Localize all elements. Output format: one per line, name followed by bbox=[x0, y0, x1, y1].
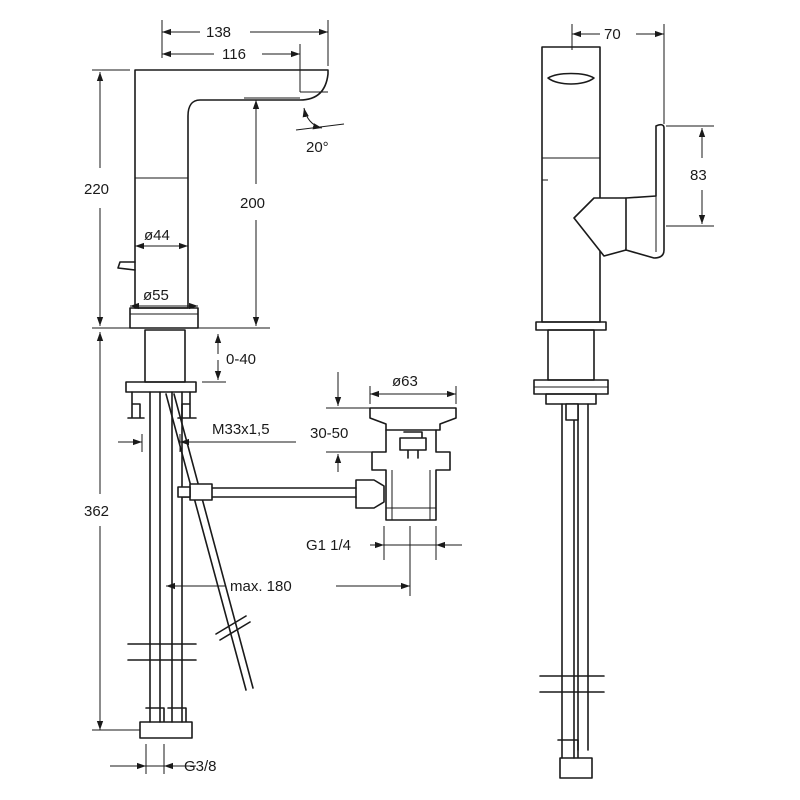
lever-stub bbox=[117, 261, 136, 271]
label-drain-range: 30-50 bbox=[310, 425, 348, 442]
label-thread: M33x1,5 bbox=[212, 421, 270, 438]
label-adjust-range: 0-40 bbox=[226, 351, 256, 368]
label-dia-base: ø55 bbox=[143, 287, 169, 304]
side-shank bbox=[547, 329, 595, 381]
label-dia-body: ø44 bbox=[144, 227, 170, 244]
popup-rod-a bbox=[165, 393, 247, 691]
label-width-total: 138 bbox=[206, 24, 231, 41]
drain-flange bbox=[369, 407, 457, 431]
side-lever bbox=[573, 197, 631, 257]
dimension-labels: 138 116 20° 220 200 ø44 ø55 0-40 M33x1,5… bbox=[84, 24, 707, 775]
side-aerator bbox=[547, 72, 595, 85]
label-max-distance: max. 180 bbox=[230, 578, 292, 595]
label-width-spout: 116 bbox=[222, 46, 246, 63]
side-lever-handle bbox=[625, 123, 665, 259]
side-view bbox=[533, 46, 665, 779]
drain-body bbox=[371, 429, 451, 521]
label-side-width: 70 bbox=[604, 26, 621, 43]
label-height-spout: 200 bbox=[240, 195, 265, 212]
side-hose-clip bbox=[565, 403, 579, 421]
pull-rod-clamp bbox=[189, 483, 213, 501]
hose-fittings bbox=[139, 707, 193, 739]
label-drain-dia: ø63 bbox=[392, 373, 418, 390]
label-below-counter: 362 bbox=[84, 503, 109, 520]
label-drain-thread: G1 1/4 bbox=[306, 537, 351, 554]
drain-stopper bbox=[399, 431, 427, 459]
fixing-washer bbox=[125, 381, 197, 393]
rod-clamp bbox=[215, 615, 251, 641]
side-base bbox=[535, 321, 607, 331]
label-hose-thread: G3/8 bbox=[184, 758, 217, 775]
dimension-lines bbox=[92, 20, 714, 774]
label-lever-height: 83 bbox=[690, 167, 707, 184]
base-plate bbox=[129, 307, 199, 329]
label-spout-angle: 20° bbox=[306, 139, 329, 156]
drain-side-connector bbox=[355, 479, 385, 509]
side-hose-fittings bbox=[557, 739, 593, 779]
mounting-shank bbox=[144, 329, 186, 383]
fixing-bracket bbox=[127, 391, 197, 419]
side-nut bbox=[545, 393, 597, 405]
front-view bbox=[117, 69, 357, 739]
pop-up-waste bbox=[355, 407, 457, 521]
side-body bbox=[541, 46, 601, 323]
label-height-total: 220 bbox=[84, 181, 109, 198]
pull-rod-end bbox=[177, 486, 191, 498]
faucet-body-outline bbox=[134, 69, 329, 309]
